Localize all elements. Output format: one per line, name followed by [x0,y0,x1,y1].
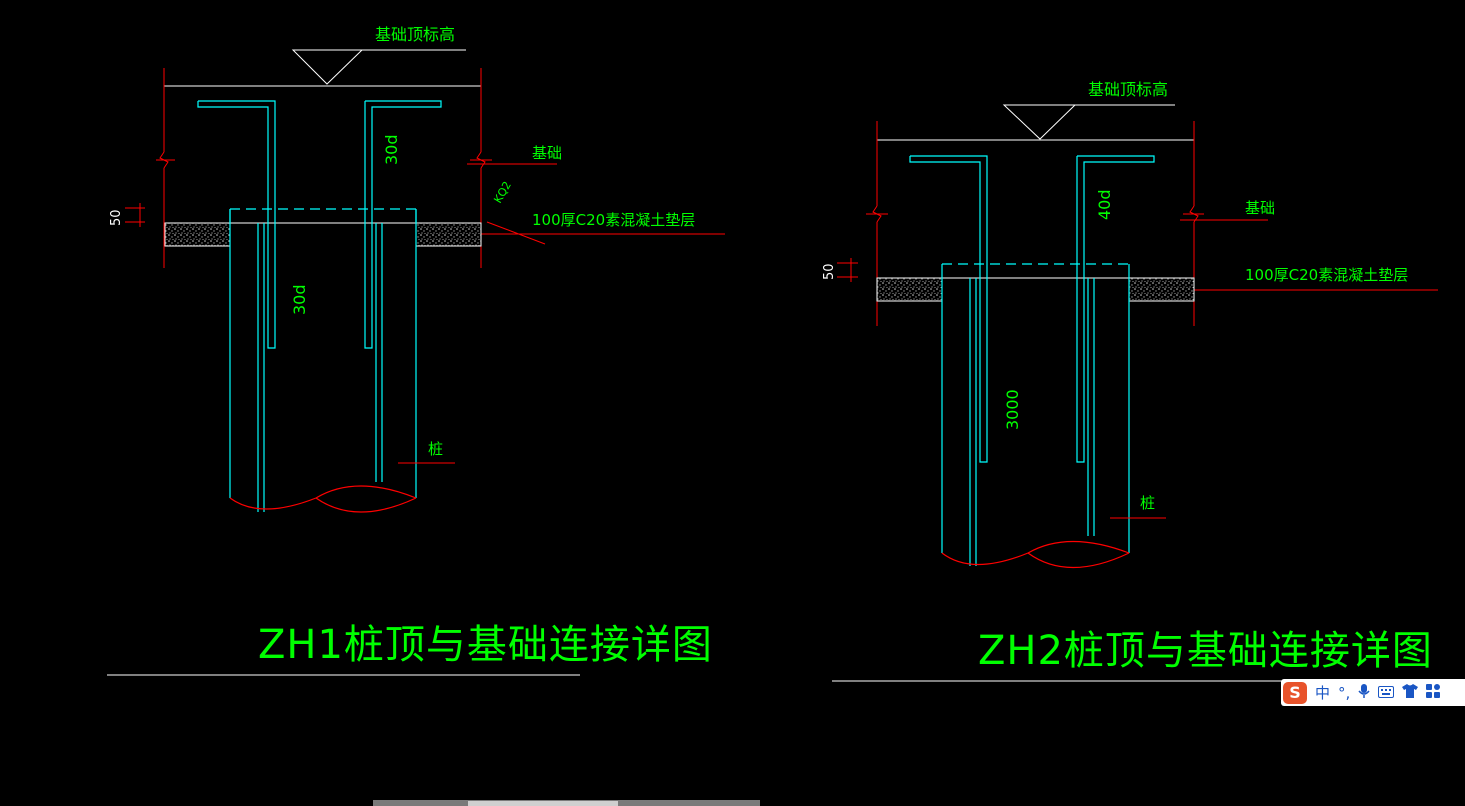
keyboard-icon[interactable] [1378,684,1395,702]
zh1-lower-anchor: 30d [290,284,309,315]
horizontal-scrollbar[interactable] [373,800,760,806]
sogou-logo-icon[interactable]: S [1283,681,1307,704]
ime-mode-toggle[interactable]: 中 [1315,684,1331,702]
ime-toolbar[interactable]: S 中 °, [1281,679,1465,706]
zh1-rebars [197,100,442,512]
zh1-cushion-left [164,222,231,247]
zh1-title: ZH1桩顶与基础连接详图 [258,622,713,668]
zh1-cushion-right [415,222,482,247]
zh1-break-lines [125,68,725,268]
zh2-lower-anchor: 3000 [1003,389,1022,430]
shirt-icon[interactable] [1402,683,1419,702]
zh1-detail: 基础顶标高 [107,25,725,676]
scrollbar-thumb[interactable] [468,801,618,806]
zh1-pile-label: 桩 [428,440,443,458]
zh2-elevation-marker: 基础顶标高 [1002,80,1175,140]
zh2-top-elevation-label: 基础顶标高 [1088,80,1168,99]
zh1-top-elevation-label: 基础顶标高 [375,25,455,44]
zh1-pile-outline [229,208,417,498]
zh1-embed-dim: 50 [109,209,124,226]
zh2-pile-label: 桩 [1140,494,1155,512]
zh1-leader-code: KQ2 [491,179,514,205]
zh2-break-lines [837,121,1438,326]
zh1-cushion-label: 100厚C20素混凝土垫层 [532,211,695,229]
zh2-upper-anchor: 40d [1095,189,1114,220]
zh2-detail: 基础顶标高 [822,80,1438,682]
zh2-pile-outline [941,263,1130,553]
zh2-cushion-left [876,277,943,302]
zh2-cushion-right [1128,277,1195,302]
zh2-title: ZH2桩顶与基础连接详图 [978,628,1433,674]
zh2-cushion-label: 100厚C20素混凝土垫层 [1245,266,1408,284]
zh2-foundation-label: 基础 [1245,199,1275,217]
zh1-foundation-label: 基础 [532,144,562,162]
zh1-elevation-marker: 基础顶标高 [291,25,466,85]
microphone-icon[interactable] [1358,683,1370,703]
zh2-rebars [909,155,1155,566]
toolbox-icon[interactable] [1426,683,1441,702]
zh2-embed-dim: 50 [822,263,837,280]
zh1-pile-break [229,485,417,513]
ime-punctuation-toggle[interactable]: °, [1338,683,1351,702]
zh2-pile-break [941,540,1130,568]
zh1-upper-anchor: 30d [382,134,401,165]
